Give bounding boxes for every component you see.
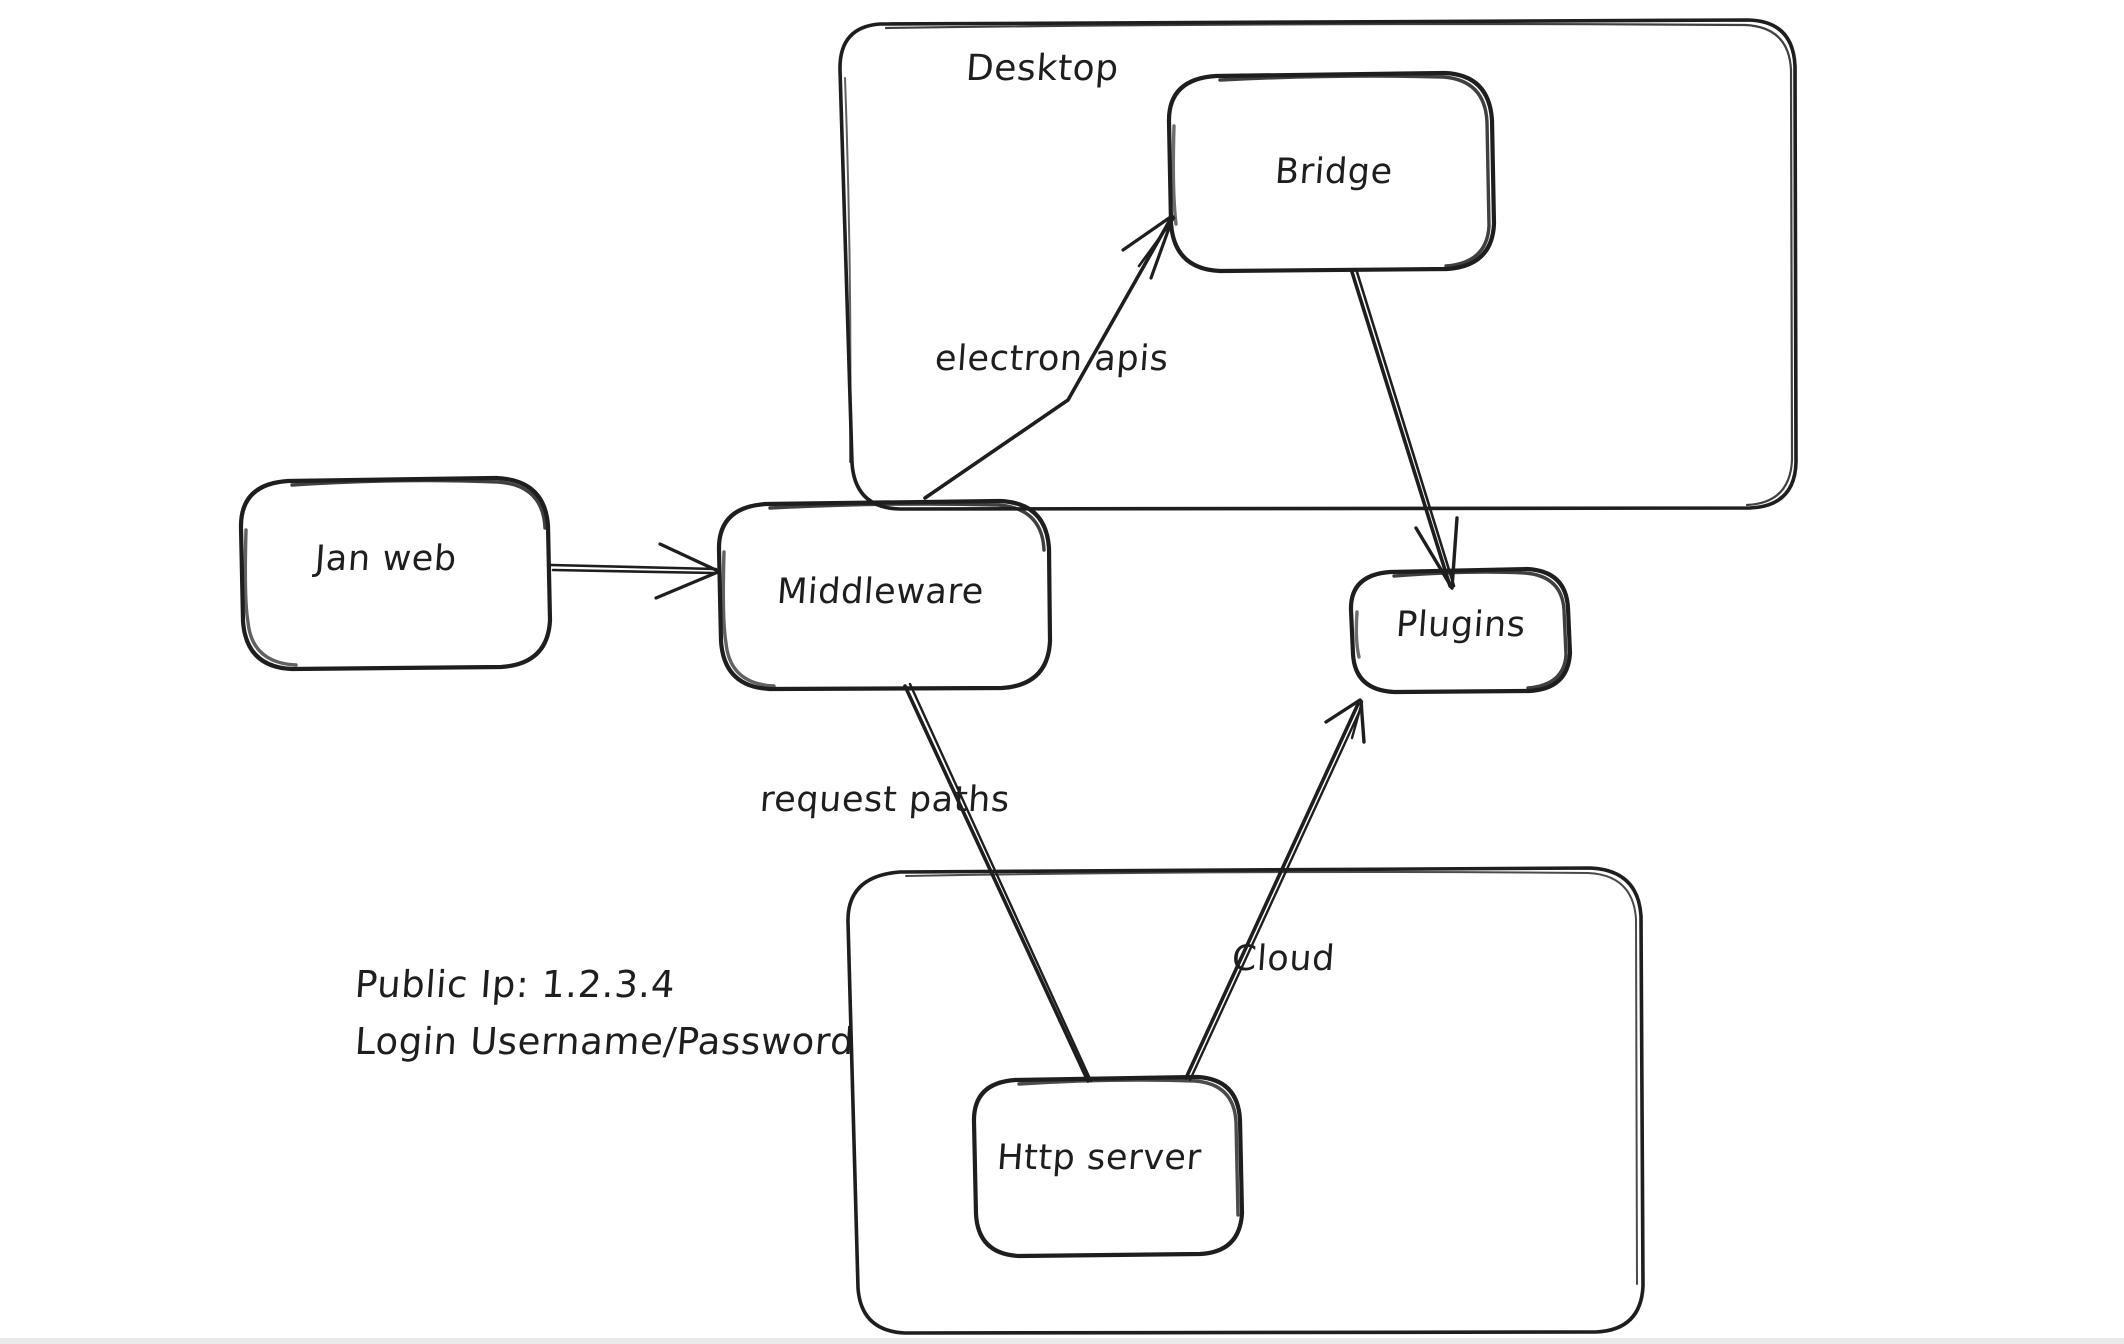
edge-middleware-httpserver [903,682,1093,1083]
edge-bridge-plugins [1350,270,1459,590]
node-label-jan-web[interactable]: Jan web [313,539,459,579]
container-label-desktop: Desktop [964,48,1121,89]
node-jan-web-outline [238,475,553,672]
bottom-divider [0,1338,2124,1344]
edge-label-electron-apis: electron apis [933,339,1170,379]
edge-label-cloud: Cloud [1230,939,1337,979]
edge-label-request-paths: request paths [758,780,1012,820]
node-label-http-server[interactable]: Http server [995,1138,1203,1178]
node-label-bridge[interactable]: Bridge [1273,152,1395,192]
node-middleware-outline [716,498,1053,692]
note-public-ip: Public Ip: 1.2.3.4 [353,963,677,1006]
container-cloud-outline [846,866,1645,1335]
node-label-middleware[interactable]: Middleware [775,572,986,612]
container-desktop-outline [838,18,1798,511]
edge-httpserver-plugins [1184,698,1366,1082]
note-login-credentials: Login Username/Password [353,1020,856,1063]
node-bridge-outline [1166,70,1497,274]
node-http-server-outline [971,1074,1245,1259]
edge-janweb-middleware [549,542,720,600]
edge-middleware-bridge [923,214,1176,500]
node-label-plugins[interactable]: Plugins [1394,605,1528,645]
